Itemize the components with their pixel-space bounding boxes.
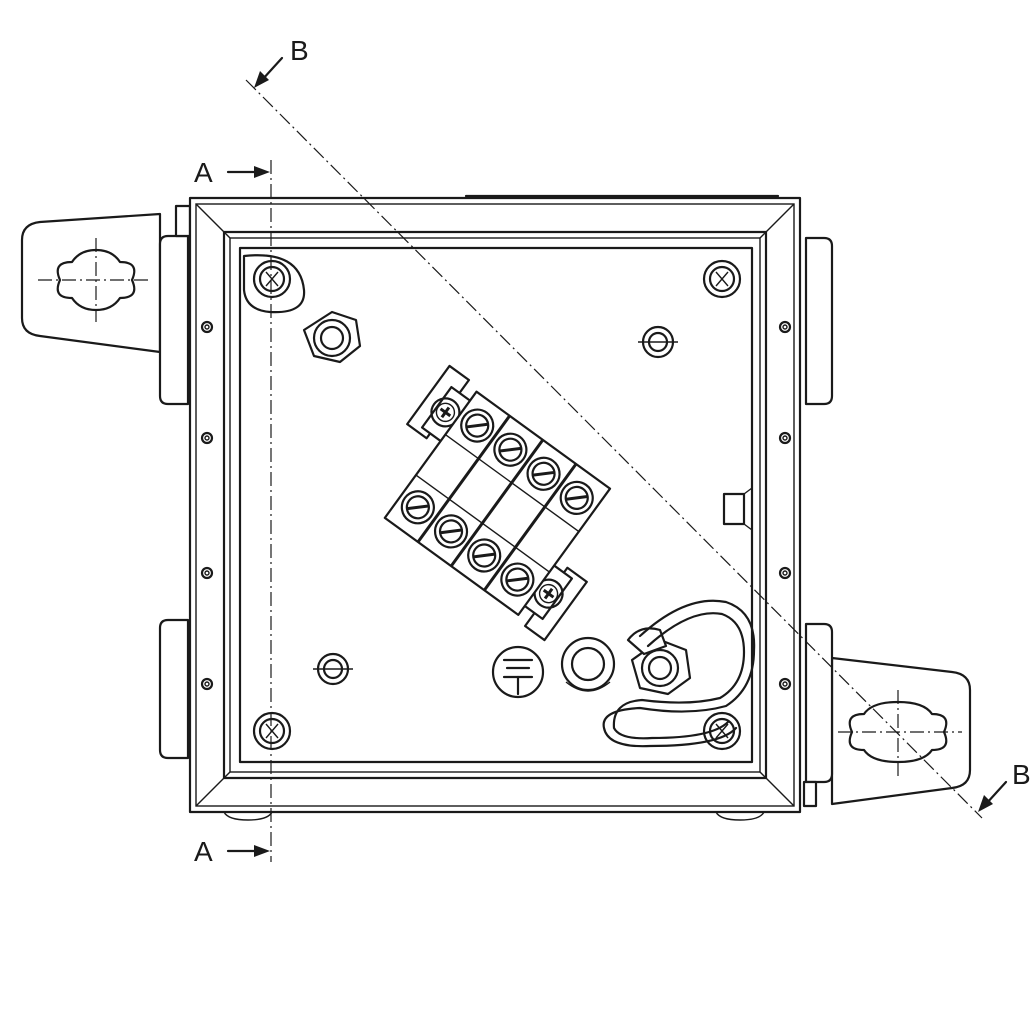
terminal-screw xyxy=(467,538,502,573)
section-label-b-top: B xyxy=(290,35,309,66)
keyhole-mount-icon xyxy=(38,238,152,322)
ground-wire xyxy=(602,599,756,748)
terminal-screw xyxy=(400,490,435,525)
section-label-a-bottom: A xyxy=(194,836,213,867)
ground-stud-nut-upper xyxy=(302,310,362,364)
ground-stud-nut-lower xyxy=(626,627,692,696)
end-clamp-lower xyxy=(520,562,588,642)
section-line-a: A A xyxy=(194,157,272,867)
section-label-a-top: A xyxy=(194,157,213,188)
end-clamp-upper xyxy=(406,364,474,444)
terminal-screw xyxy=(493,432,528,467)
terminal-screw xyxy=(526,456,561,491)
hinge-bosses xyxy=(158,204,834,808)
terminal-screw xyxy=(500,562,535,597)
terminal-screw xyxy=(559,480,594,515)
section-line-b: B B xyxy=(245,35,1030,819)
terminal-screw xyxy=(460,408,495,443)
frame-rivets xyxy=(200,320,792,691)
mounting-tab-left xyxy=(20,212,162,354)
section-label-b-bottom: B xyxy=(1012,759,1030,790)
terminal-screw xyxy=(433,514,469,549)
mounting-tab-right xyxy=(830,656,972,806)
ground-ring-terminal xyxy=(560,636,616,692)
ground-symbol-icon xyxy=(491,645,545,699)
corner-screws xyxy=(242,254,742,751)
terminal-block-assembly xyxy=(383,364,612,642)
